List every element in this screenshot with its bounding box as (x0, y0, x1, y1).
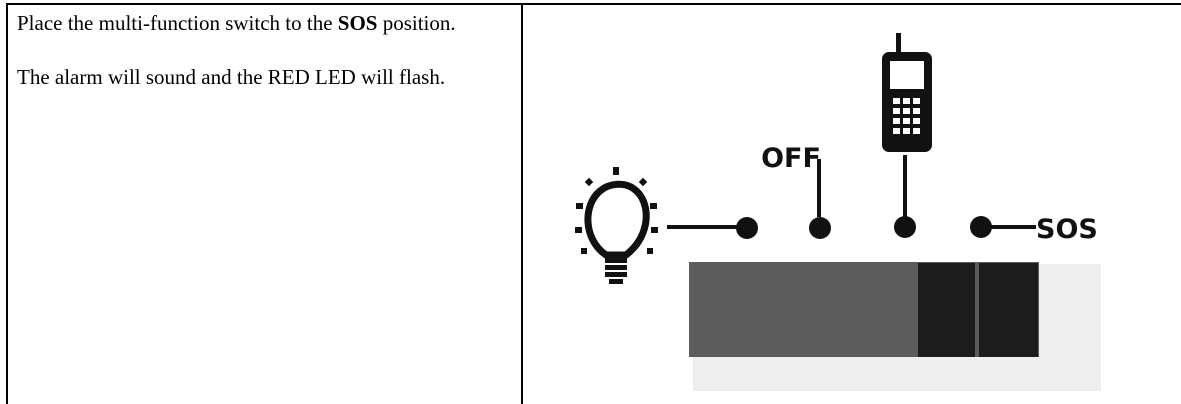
off-position-dot (809, 217, 831, 239)
lightbulb-icon (575, 167, 658, 284)
step-prefix: Place the multi-function switch to the (17, 11, 338, 35)
table-column-divider (521, 3, 523, 404)
instruction-text-cell: Place the multi-function switch to the S… (17, 10, 512, 118)
step-paragraph: Place the multi-function switch to the S… (17, 10, 512, 37)
mobile-phone-icon (882, 33, 932, 152)
switch-diagram: OFF SOS (575, 33, 1101, 391)
step-suffix: position. (377, 11, 456, 35)
phone-position-dot (894, 216, 916, 238)
sos-position-dot (970, 216, 992, 238)
off-label: OFF (761, 143, 821, 174)
sos-label: SOS (1036, 214, 1098, 245)
result-paragraph: The alarm will sound and the RED LED wil… (17, 65, 446, 89)
switch-knob (918, 263, 1038, 357)
table-top-border (6, 3, 1181, 5)
light-position-dot (736, 217, 758, 239)
table-left-border (6, 3, 8, 404)
step-position-name: SOS (337, 11, 378, 35)
